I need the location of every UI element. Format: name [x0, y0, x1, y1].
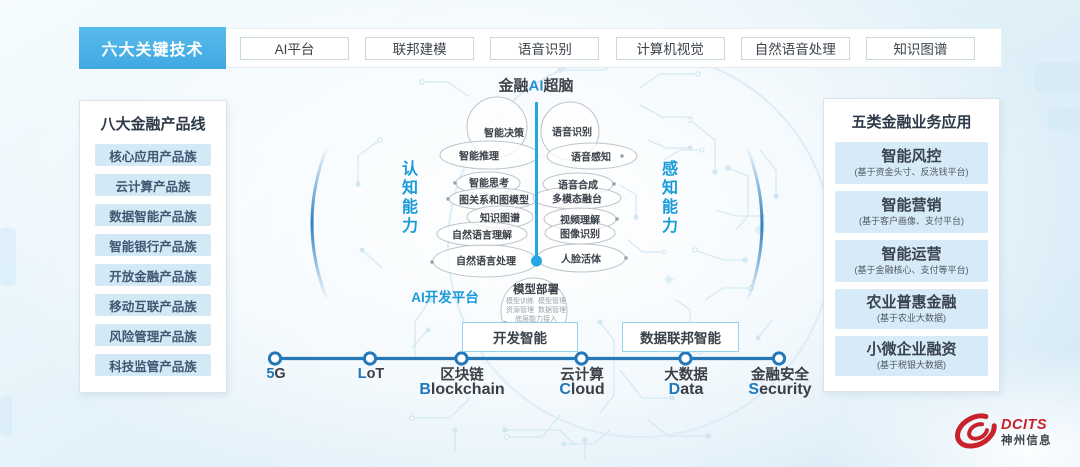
deploy-detail-line: 模型训练 模型管理	[506, 298, 566, 305]
bubble-node: 语音合成	[558, 180, 598, 192]
central-axis	[531, 102, 542, 267]
list-item: 智能风控 (基于资金头寸、反洗钱平台)	[835, 142, 988, 184]
brain-title-prefix: 金融	[498, 77, 529, 95]
timeline-label-blockchain-zh: 区块链	[440, 364, 484, 385]
business-applications-panel: 五类金融业务应用 智能风控 (基于资金头寸、反洗钱平台) 智能营销 (基于客户画…	[823, 98, 1000, 392]
data-federation-box: 数据联邦智能	[622, 322, 739, 352]
dcits-logo-icon	[955, 413, 997, 449]
bubble-node: 智能思考	[469, 178, 509, 190]
timeline-label-blockchain-en: Blockchain	[419, 381, 504, 399]
item-title: 智能风控	[881, 148, 942, 165]
list-item: 智能营销 (基于客户画像、支付平台)	[835, 191, 988, 233]
item-subtitle: (基于税银大数据)	[877, 360, 946, 370]
edge-decorations	[0, 62, 1080, 436]
item-subtitle: (基于金融核心、支付等平台)	[854, 265, 969, 275]
timeline-label-cloud-zh: 云计算	[560, 364, 604, 385]
label-accent: B	[419, 381, 431, 398]
label-accent: S	[748, 381, 760, 398]
tab-ai-platform[interactable]: AI平台	[240, 36, 349, 60]
timeline-label-5g: 5G	[266, 366, 285, 382]
label-rest: oT	[366, 366, 385, 382]
model-deploy-title: 模型部署	[513, 284, 559, 296]
deploy-detail-line: 底层能力接入	[515, 316, 557, 323]
timeline-label-bigdata-en: Data	[669, 381, 704, 399]
timeline-label-security-en: Security	[748, 381, 811, 399]
label-accent: D	[668, 381, 681, 398]
cognitive-ability-label: 认知能力	[401, 161, 418, 235]
bubble-node: 人脸活体	[561, 254, 601, 266]
right-panel-title: 五类金融业务应用	[851, 114, 972, 131]
item-subtitle: (基于农业大数据)	[877, 313, 946, 323]
perception-ability-label: 感知能力	[661, 161, 678, 235]
dcits-logo: DCITS 神州信息	[1001, 417, 1061, 448]
tab-knowledge-graph[interactable]: 知识图谱	[865, 36, 975, 60]
timeline-axis	[267, 351, 787, 366]
label-rest: 区块链	[440, 367, 484, 384]
bubble-node: 知识图谱	[480, 213, 520, 225]
timeline-label-cloud-en: Cloud	[559, 381, 604, 399]
bubble-node: 图关系和图模型	[459, 195, 529, 207]
timeline-label-lot: LoT	[358, 366, 385, 382]
list-item: 云计算产品族	[95, 174, 211, 196]
bubble-node: 自然语言理解	[452, 230, 512, 242]
item-title: 智能运营	[881, 246, 942, 263]
bubble-node: 多模态融台	[552, 194, 602, 206]
list-item: 小微企业融资 (基于税银大数据)	[835, 336, 988, 376]
label-rest: 云计算	[560, 367, 604, 384]
bubble-node: 自然语言处理	[456, 256, 516, 268]
brain-title-accent: AI	[528, 77, 544, 95]
list-item: 农业普惠金融 (基于农业大数据)	[835, 289, 988, 329]
label-rest: ata	[680, 381, 704, 398]
label-rest: lockchain	[430, 381, 505, 398]
list-item: 移动互联产品族	[95, 294, 211, 316]
tab-federated-modeling[interactable]: 联邦建模	[365, 36, 475, 60]
product-lines-panel: 八大金融产品线 核心应用产品族 云计算产品族 数据智能产品族 智能银行产品族 开…	[79, 100, 227, 393]
label-accent: L	[357, 366, 367, 382]
label-rest: loud	[570, 381, 605, 398]
tab-nlp[interactable]: 自然语音处理	[740, 36, 850, 60]
logo-cn: 神州信息	[1001, 435, 1052, 447]
list-item: 科技监管产品族	[95, 354, 211, 376]
label-rest: 大数据	[664, 367, 708, 384]
brain-title-suffix: 超脑	[543, 77, 574, 95]
circuit-pattern	[355, 37, 779, 460]
item-title: 小微企业融资	[866, 341, 957, 358]
label-accent: 5	[266, 366, 275, 382]
bubble-node: 图像识别	[560, 229, 600, 241]
bubble-node: 语音感知	[571, 152, 611, 164]
bubble-node: 语音识别	[552, 127, 592, 139]
list-item: 核心应用产品族	[95, 144, 211, 166]
item-subtitle: (基于客户画像、支付平台)	[859, 216, 964, 226]
dev-intelligence-box: 开发智能	[462, 322, 578, 352]
timeline-label-security-zh: 金融安全	[751, 364, 809, 385]
list-item: 智能银行产品族	[95, 234, 211, 256]
label-rest: 金融安全	[751, 367, 809, 384]
list-item: 数据智能产品族	[95, 204, 211, 226]
bubble-node: 智能决策	[484, 128, 524, 140]
ai-dev-platform-label: AI开发平台	[411, 290, 479, 305]
tab-computer-vision[interactable]: 计算机视觉	[615, 36, 725, 60]
item-title: 农业普惠金融	[866, 294, 957, 311]
brain-title: 金融AI超脑	[498, 75, 573, 96]
label-rest: G	[274, 366, 286, 382]
list-item: 开放金融产品族	[95, 264, 211, 286]
primary-tab-key-technologies[interactable]: 六大关键技术	[79, 27, 226, 69]
item-subtitle: (基于资金头寸、反洗钱平台)	[854, 167, 969, 177]
list-item: 智能运营 (基于金融核心、支付等平台)	[835, 240, 988, 282]
deploy-detail-line: 资源管理 数据管理	[506, 307, 566, 314]
label-accent: C	[559, 381, 571, 398]
item-title: 智能营销	[881, 197, 942, 214]
bubble-node: 智能推理	[459, 151, 499, 163]
bubble-node: 视频理解	[560, 215, 600, 227]
label-rest: ecurity	[759, 381, 812, 398]
logo-name: DCITS	[1001, 417, 1047, 433]
timeline-label-bigdata-zh: 大数据	[664, 364, 708, 385]
tab-speech-recognition[interactable]: 语音识别	[490, 36, 600, 60]
list-item: 风险管理产品族	[95, 324, 211, 346]
left-panel-title: 八大金融产品线	[100, 116, 206, 133]
brain-side-arcs	[310, 145, 764, 304]
technology-tab-bar: AI平台 联邦建模 语音识别 计算机视觉 自然语音处理 知识图谱	[226, 28, 1001, 68]
